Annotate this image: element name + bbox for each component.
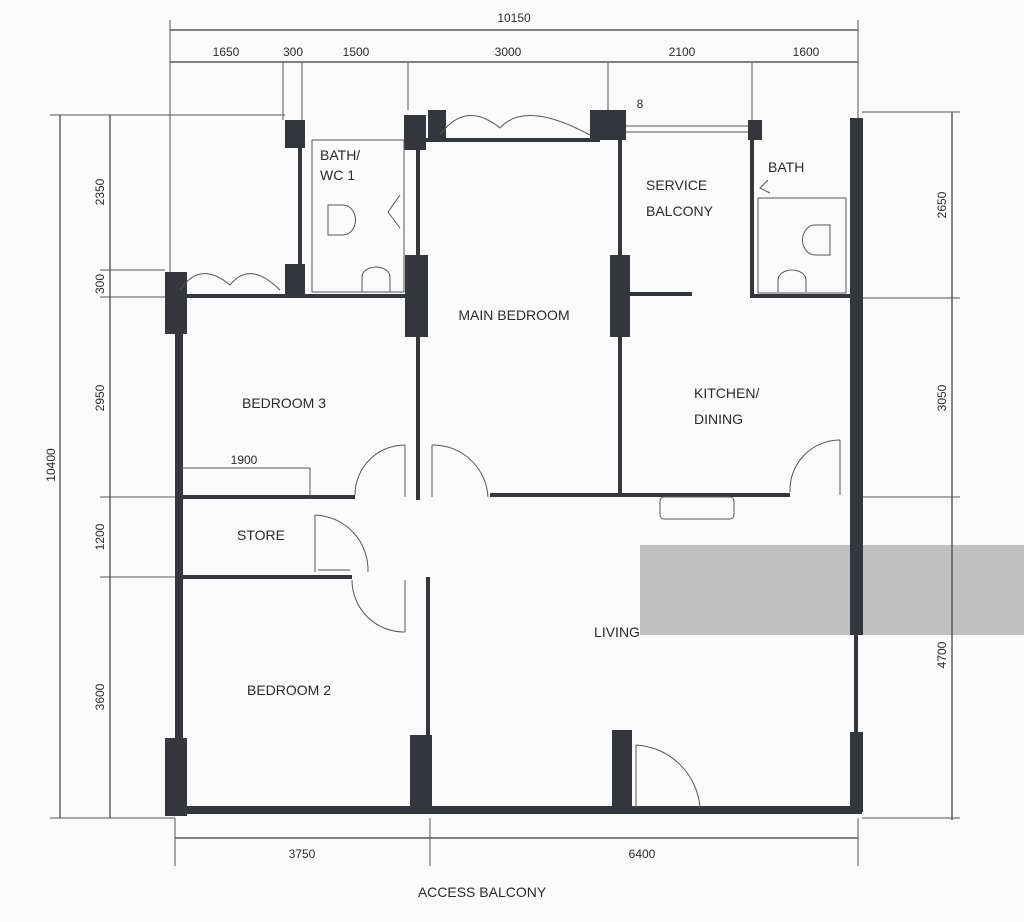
dim-top-4: 3000 xyxy=(495,45,522,59)
dim-top-1: 1650 xyxy=(213,45,240,59)
dim-left-1: 2350 xyxy=(93,178,107,205)
label-service-balcony: SERVICE xyxy=(646,177,707,193)
toilet-icon xyxy=(802,224,831,256)
dim-right-2: 3050 xyxy=(935,384,949,411)
dim-overall-width: 10150 xyxy=(497,11,531,25)
label-bedroom-2: BEDROOM 2 xyxy=(247,682,331,698)
label-main-bedroom: MAIN BEDROOM xyxy=(458,307,569,323)
dim-top-3: 1500 xyxy=(343,45,370,59)
dim-left-5: 3600 xyxy=(93,683,107,710)
dim-top-5: 2100 xyxy=(669,45,696,59)
walls: 1900 xyxy=(165,110,863,816)
access-balcony-label: ACCESS BALCONY xyxy=(418,884,547,900)
label-bedroom-3: BEDROOM 3 xyxy=(242,395,326,411)
dim-top-6: 1600 xyxy=(793,45,820,59)
basin-icon xyxy=(361,266,391,292)
top-dimensions: 10150 1650 300 1500 3000 2100 1600 8 xyxy=(169,11,859,280)
dim-left-total: 10400 xyxy=(44,448,58,482)
dim-right-3: 4700 xyxy=(935,641,949,668)
label-bath-wc1: BATH/ xyxy=(320,147,360,163)
doors xyxy=(179,115,841,809)
label-kitchen: KITCHEN/ xyxy=(694,385,759,401)
left-dimensions: 10400 2350 300 2950 1200 3600 xyxy=(44,114,285,819)
right-dimensions: 2650 3050 4700 xyxy=(862,111,960,820)
dim-marker: 8 xyxy=(637,97,644,111)
label-store: STORE xyxy=(237,527,285,543)
toilet-icon xyxy=(327,204,356,236)
dim-store-shelf: 1900 xyxy=(231,453,258,467)
label-dining: DINING xyxy=(694,411,743,427)
basin-icon xyxy=(777,269,807,292)
bottom-dimensions: 3750 6400 ACCESS BALCONY xyxy=(174,818,859,900)
dim-top-2: 300 xyxy=(283,45,303,59)
label-living: LIVING xyxy=(594,624,640,640)
scan-smudge xyxy=(640,545,1024,635)
dim-bottom-1: 3750 xyxy=(289,847,316,861)
dim-left-3: 2950 xyxy=(93,384,107,411)
dim-left-2: 300 xyxy=(93,274,107,294)
sanitary-fixtures xyxy=(311,139,847,294)
dim-right-1: 2650 xyxy=(935,191,949,218)
label-bath: BATH xyxy=(768,159,804,175)
room-labels: BATH/ WC 1 MAIN BEDROOM SERVICE BALCONY … xyxy=(237,147,804,698)
label-service-balcony-2: BALCONY xyxy=(646,203,714,219)
dim-left-4: 1200 xyxy=(93,523,107,550)
dim-bottom-2: 6400 xyxy=(629,847,656,861)
label-bath-wc1-2: WC 1 xyxy=(320,167,355,183)
